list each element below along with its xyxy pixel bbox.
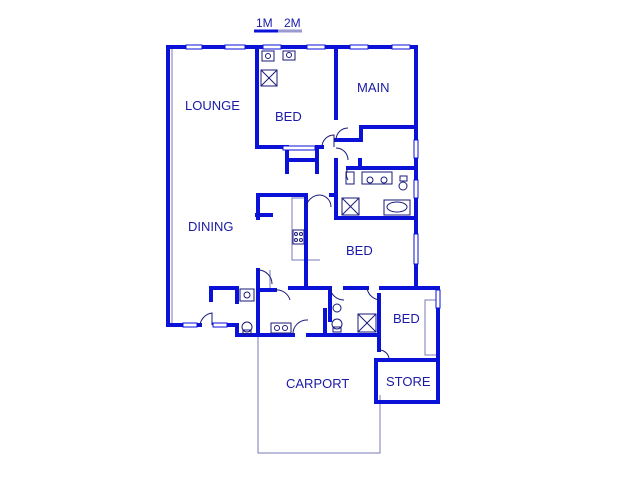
doors: [199, 127, 390, 359]
room-label-store: STORE: [386, 374, 431, 389]
fixtures: [239, 50, 411, 335]
room-label-bed-2: BED: [346, 243, 373, 258]
scale-bar: 1M 2M: [254, 16, 302, 33]
room-label-main: MAIN: [357, 80, 390, 95]
room-label-carport: CARPORT: [286, 376, 349, 391]
windows: [182, 44, 441, 328]
room-label-dining: DINING: [188, 219, 234, 234]
room-label-bed-1: BED: [275, 109, 302, 124]
room-label-lounge: LOUNGE: [185, 98, 240, 113]
room-labels: LOUNGE DINING BED MAIN BED BED CARPORT S…: [185, 80, 431, 391]
scale-label-1m: 1M: [256, 16, 273, 30]
scale-label-2m: 2M: [284, 16, 301, 30]
room-label-bed-3: BED: [393, 311, 420, 326]
